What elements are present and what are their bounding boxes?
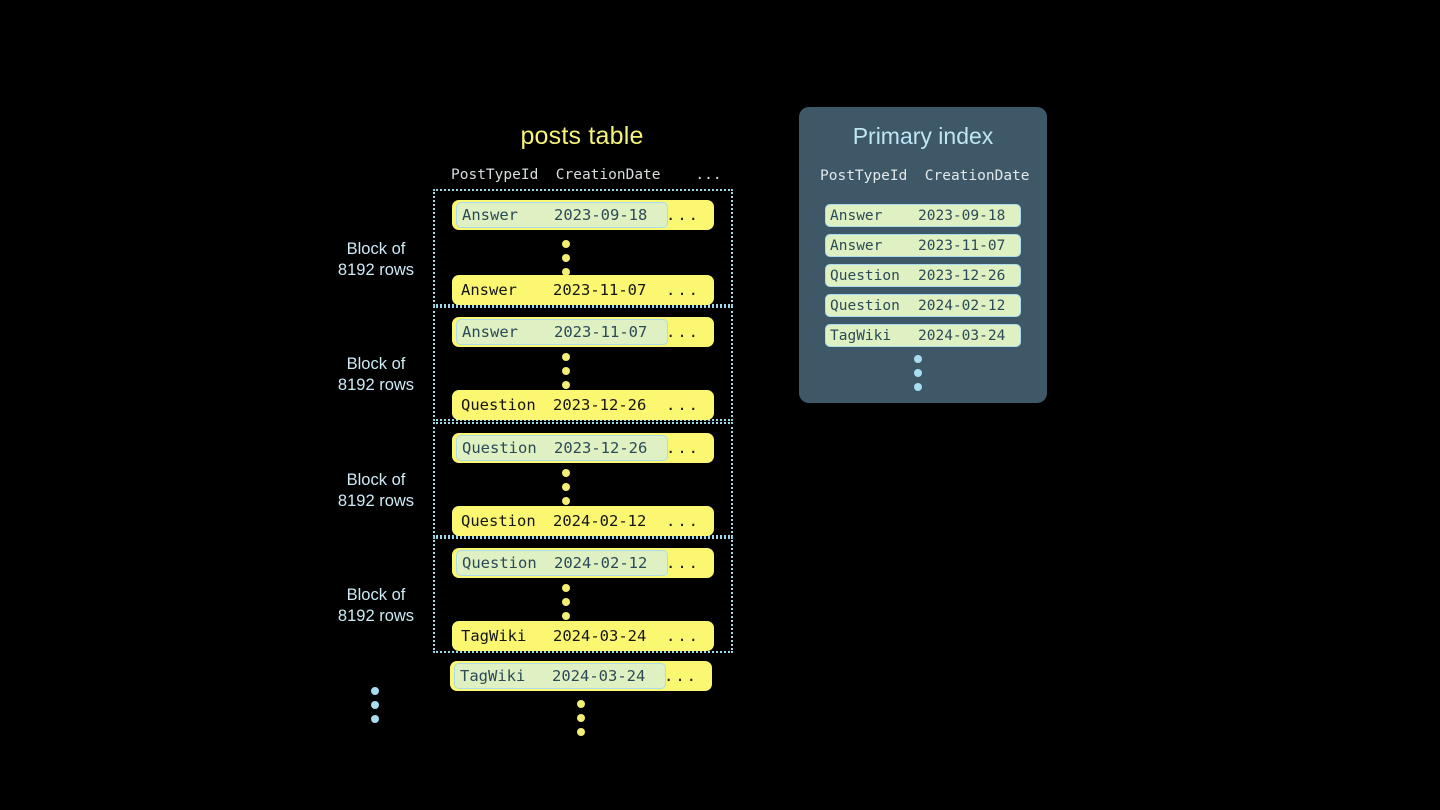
table-row: Question 2023-12-26 ... [452, 390, 714, 420]
row-highlight-pill: Question 2024-02-12 [456, 550, 668, 576]
index-row: Answer 2023-09-18 [825, 204, 1021, 227]
cell-more-ellipsis: ... [666, 512, 700, 530]
row-plain-cells: Question 2023-12-26 [456, 392, 666, 418]
cell-creation-date: 2023-09-18 [918, 207, 1006, 224]
primary-index-column-headers: PostTypeId CreationDate [820, 168, 1030, 184]
cell-creation-date: 2023-11-07 [918, 237, 1006, 254]
row-plain-cells: Question 2024-02-12 [456, 508, 666, 534]
cell-post-type-id: Answer [462, 323, 518, 341]
table-row: Question 2024-02-12 ... [452, 506, 714, 536]
block-label-3: Block of 8192 rows [337, 471, 415, 510]
row-highlight-pill: TagWiki 2024-03-24 [454, 663, 666, 689]
cell-creation-date: 2023-12-26 [554, 439, 648, 457]
cell-post-type-id: Answer [830, 237, 883, 254]
posts-table-title: posts table [520, 122, 644, 150]
cell-post-type-id: Answer [461, 281, 517, 299]
row-gap-ellipsis-icon [562, 353, 570, 389]
index-row: Answer 2023-11-07 [825, 234, 1021, 257]
block-4: Question 2024-02-12 ... TagWiki 2024-03-… [433, 537, 733, 653]
row-gap-ellipsis-icon [562, 469, 570, 505]
table-bottom-ellipsis-icon [577, 700, 585, 736]
table-row-trailing: TagWiki 2024-03-24 ... [450, 661, 712, 691]
row-highlight-pill: Answer 2023-11-07 [456, 319, 668, 345]
row-plain-cells: Answer 2023-11-07 [456, 277, 666, 303]
primary-index-title: Primary index [852, 123, 994, 149]
cell-post-type-id: Question [462, 554, 537, 572]
block-1: Answer 2023-09-18 ... Answer 2023-11-07 … [433, 189, 733, 306]
block-label-1: Block of 8192 rows [337, 240, 415, 279]
row-gap-ellipsis-icon [562, 584, 570, 620]
table-row: Question 2024-02-12 ... [452, 548, 714, 578]
table-row: Answer 2023-11-07 ... [452, 275, 714, 305]
cell-post-type-id: TagWiki [460, 667, 526, 685]
cell-post-type-id: Question [462, 439, 537, 457]
cell-post-type-id: Answer [830, 207, 883, 224]
index-row: TagWiki 2024-03-24 [825, 324, 1021, 347]
row-plain-cells: TagWiki 2024-03-24 [456, 623, 666, 649]
block-2: Answer 2023-11-07 ... Question 2023-12-2… [433, 306, 733, 421]
cell-creation-date: 2023-11-07 [553, 281, 647, 299]
block-3: Question 2023-12-26 ... Question 2024-02… [433, 422, 733, 537]
cell-more-ellipsis: ... [666, 323, 700, 341]
table-row: Answer 2023-09-18 ... [452, 200, 714, 230]
primary-index-panel: Primary index PostTypeId CreationDate An… [799, 107, 1047, 403]
cell-more-ellipsis: ... [666, 396, 700, 414]
table-row: TagWiki 2024-03-24 ... [452, 621, 714, 651]
cell-more-ellipsis: ... [666, 627, 700, 645]
cell-post-type-id: TagWiki [830, 327, 892, 344]
block-label-2: Block of 8192 rows [337, 355, 415, 394]
row-gap-ellipsis-icon [562, 240, 570, 276]
index-bottom-ellipsis-icon [914, 355, 922, 391]
table-row: Question 2023-12-26 ... [452, 433, 714, 463]
cell-post-type-id: Question [830, 267, 900, 284]
posts-table-column-headers: PostTypeId CreationDate ... [451, 167, 722, 183]
cell-more-ellipsis: ... [666, 554, 700, 572]
cell-creation-date: 2024-02-12 [554, 554, 648, 572]
cell-post-type-id: Question [461, 512, 536, 530]
cell-creation-date: 2024-03-24 [552, 667, 646, 685]
cell-more-ellipsis: ... [666, 439, 700, 457]
cell-more-ellipsis: ... [666, 206, 700, 224]
cell-creation-date: 2023-09-18 [554, 206, 648, 224]
cell-creation-date: 2024-03-24 [553, 627, 647, 645]
table-row: Answer 2023-11-07 ... [452, 317, 714, 347]
index-row: Question 2024-02-12 [825, 294, 1021, 317]
index-row: Question 2023-12-26 [825, 264, 1021, 287]
cell-creation-date: 2023-12-26 [918, 267, 1006, 284]
cell-more-ellipsis: ... [666, 281, 700, 299]
blocks-bottom-ellipsis-icon [371, 687, 379, 723]
cell-creation-date: 2024-02-12 [918, 297, 1006, 314]
row-highlight-pill: Question 2023-12-26 [456, 435, 668, 461]
cell-post-type-id: Question [461, 396, 536, 414]
cell-creation-date: 2024-02-12 [553, 512, 647, 530]
cell-creation-date: 2023-12-26 [553, 396, 647, 414]
cell-post-type-id: TagWiki [461, 627, 527, 645]
cell-creation-date: 2024-03-24 [918, 327, 1006, 344]
cell-more-ellipsis: ... [664, 667, 698, 685]
cell-post-type-id: Answer [462, 206, 518, 224]
cell-creation-date: 2023-11-07 [554, 323, 648, 341]
cell-post-type-id: Question [830, 297, 900, 314]
row-highlight-pill: Answer 2023-09-18 [456, 202, 668, 228]
block-label-4: Block of 8192 rows [337, 586, 415, 625]
